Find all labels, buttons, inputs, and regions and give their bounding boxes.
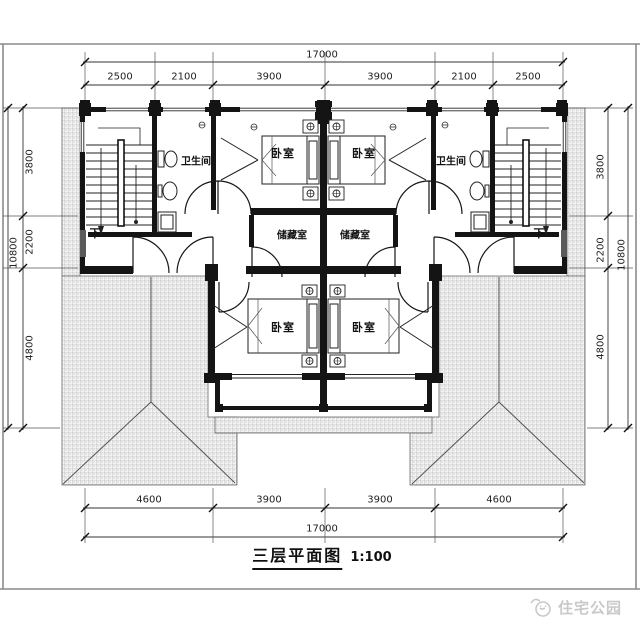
dim-right-seg-3: 4800 [595, 334, 607, 360]
stairs-down-label-right: 下 [533, 227, 545, 240]
room-label-bathroom-left: 卫生间 [181, 156, 211, 168]
dim-top-seg-4: 3900 [367, 71, 393, 83]
dimension-lines [3, 52, 633, 543]
stairs-left [86, 127, 152, 235]
sink-left [157, 181, 178, 201]
roof-ridge-lines [62, 277, 585, 485]
room-label-bathroom-right: 卫生间 [436, 156, 466, 168]
dim-left-total: 10800 [8, 237, 20, 269]
dim-top-seg-3: 3900 [256, 71, 282, 83]
room-label-storage-left: 储藏室 [277, 230, 307, 242]
bed-top-right [327, 135, 386, 185]
washer-right [470, 211, 490, 233]
toilet-left [157, 150, 178, 168]
dim-left-seg-2: 2200 [24, 229, 36, 255]
dim-bottom-seg-1: 4600 [136, 494, 162, 506]
room-label-bedroom-top-left: 卧室 [271, 147, 295, 160]
dim-left-seg-3: 4800 [24, 335, 36, 361]
walls [79, 100, 568, 412]
toilet-right [469, 150, 490, 168]
dim-top-seg-6: 2500 [515, 71, 541, 83]
dim-left-seg-1: 3800 [24, 149, 36, 175]
dim-bottom-total: 17000 [306, 523, 338, 535]
dim-bottom-seg-3: 3900 [367, 494, 393, 506]
nightstands [301, 119, 346, 368]
dim-top-seg-5: 2100 [451, 71, 477, 83]
dim-right-total: 10800 [616, 239, 628, 271]
bathroom-fixtures [157, 150, 490, 233]
washer-left [157, 211, 177, 233]
beds [247, 119, 400, 368]
bed-top-left [261, 135, 320, 185]
room-label-storage-right: 储藏室 [340, 230, 370, 242]
room-label-bedroom-bottom-right: 卧室 [352, 321, 376, 334]
dim-top-total: 17000 [306, 49, 338, 61]
bed-bottom-left [247, 298, 320, 354]
roof-hatch [61, 107, 586, 486]
windows [80, 107, 567, 379]
watermark-text: 住宅公园 [557, 598, 622, 617]
dim-right-seg-1: 3800 [595, 154, 607, 180]
wall-symbols [198, 121, 449, 131]
side-wall-windows [80, 122, 567, 152]
watermark: 住宅公园 [528, 595, 622, 619]
drawing-title: 三层平面图 1:100 [252, 542, 392, 570]
dim-right-seg-2: 2200 [595, 237, 607, 263]
sink-right [469, 181, 490, 201]
stairs-right [495, 127, 561, 235]
drawing-title-text: 三层平面图 [252, 542, 343, 570]
drawing-scale: 1:100 [350, 550, 392, 565]
dim-top-seg-1: 2500 [107, 71, 133, 83]
sheet-frame [0, 43, 640, 590]
dimension-ticks [3, 57, 633, 542]
bed-bottom-right [327, 298, 400, 354]
dim-bottom-seg-4: 4600 [486, 494, 512, 506]
watermark-logo-icon [530, 598, 551, 617]
dim-bottom-seg-2: 3900 [256, 494, 282, 506]
stairs-down-label-left: 下 [89, 227, 101, 240]
door-arcs [132, 180, 515, 313]
dim-top-seg-2: 2100 [171, 71, 197, 83]
room-label-bedroom-top-right: 卧室 [352, 147, 376, 160]
room-label-bedroom-bottom-left: 卧室 [271, 321, 295, 334]
